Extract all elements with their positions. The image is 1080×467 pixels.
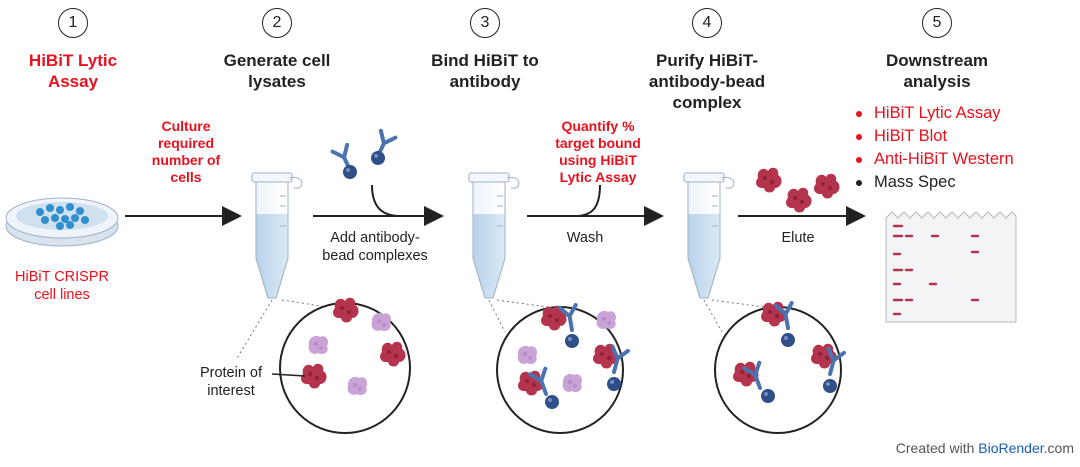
step-number-1: 1: [58, 8, 88, 38]
quantify-note-line-1: Quantify %: [561, 118, 635, 134]
petri-dish-icon: [5, 197, 119, 247]
step-title-4-line-3: complex: [672, 93, 742, 112]
tube-icon-lysate: [251, 172, 303, 299]
step-number-5: 5: [922, 8, 952, 38]
protein-label-line-2: interest: [207, 383, 255, 399]
protein-pointer-line: [271, 373, 306, 377]
quantify-note-line-4: Lytic Assay: [559, 169, 637, 185]
analysis-item-lytic-assay: HiBiT Lytic Assay: [852, 102, 1072, 125]
analysis-item-western: Anti-HiBiT Western: [852, 148, 1072, 171]
cell-lines-label-line-1: HiBiT CRISPR: [15, 269, 109, 285]
culture-note-line-3: number of: [151, 152, 221, 168]
step-title-2-line-1: Generate cell: [223, 51, 331, 70]
culture-note-line-1: Culture: [161, 118, 211, 134]
arrow-add-antibody: [313, 184, 444, 226]
zoom-circle-purify: [703, 299, 846, 434]
step-title-3-line-2: antibody: [449, 72, 521, 91]
eluted-protein-icons: [756, 167, 840, 213]
step-number-3: 3: [470, 8, 500, 38]
add-antibody-label-line-1: Add antibody-: [330, 230, 420, 246]
step-title-3: Bind HiBiT to antibody: [405, 50, 565, 92]
step-title-2-line-2: lysates: [248, 72, 306, 91]
arrow-wash: [527, 184, 664, 226]
elute-label: Elute: [781, 230, 815, 246]
add-antibody-label: Add antibody- bead complexes: [310, 229, 440, 265]
tube-icon-purify: [683, 172, 735, 299]
protein-of-interest-label: Protein of interest: [186, 364, 276, 400]
zoom-circle-lysate: [235, 297, 411, 434]
credit-prefix: Created with: [895, 440, 979, 456]
wash-label: Wash: [566, 230, 604, 246]
credit-brand: BioRender: [978, 440, 1044, 456]
analysis-item-hibit-blot: HiBiT Blot: [852, 125, 1072, 148]
cell-lines-label: HiBiT CRISPR cell lines: [2, 268, 122, 304]
protein-label-line-1: Protein of: [199, 365, 263, 381]
analysis-item-mass-spec: Mass Spec: [852, 171, 1072, 194]
step-title-4-line-2: antibody-bead: [648, 72, 766, 91]
step-title-1: HiBiT Lytic Assay: [0, 50, 146, 92]
biorender-credit: Created with BioRender.com: [868, 440, 1074, 456]
zoom-circle-bind: [488, 299, 630, 434]
step-title-5: Downstream analysis: [862, 50, 1012, 92]
step-title-5-line-2: analysis: [903, 72, 971, 91]
culture-note: Culture required number of cells: [136, 118, 236, 186]
step-title-1-line-1: HiBiT Lytic: [28, 51, 118, 70]
culture-note-line-4: cells: [170, 169, 202, 185]
step-title-2: Generate cell lysates: [198, 50, 356, 92]
step-number-4: 4: [692, 8, 722, 38]
tube-icon-bind: [468, 172, 520, 299]
step-title-4: Purify HiBiT- antibody-bead complex: [624, 50, 790, 113]
antibody-bead-icon: [330, 128, 398, 179]
step-title-5-line-1: Downstream: [885, 51, 989, 70]
blot-membrane-icon: [885, 211, 1017, 323]
step-title-3-line-1: Bind HiBiT to: [431, 51, 539, 70]
credit-suffix: .com: [1043, 440, 1074, 456]
quantify-note: Quantify % target bound using HiBiT Lyti…: [540, 118, 656, 186]
quantify-note-line-2: target bound: [555, 135, 641, 151]
cell-lines-label-line-2: cell lines: [34, 287, 90, 303]
step-title-4-line-1: Purify HiBiT-: [655, 51, 758, 70]
add-antibody-label-line-2: bead complexes: [322, 248, 428, 264]
culture-note-line-2: required: [157, 135, 214, 151]
step-title-1-line-2: Assay: [47, 72, 99, 91]
analysis-list: HiBiT Lytic Assay HiBiT Blot Anti-HiBiT …: [852, 102, 1072, 194]
step-number-2: 2: [262, 8, 292, 38]
quantify-note-line-3: using HiBiT: [559, 152, 637, 168]
